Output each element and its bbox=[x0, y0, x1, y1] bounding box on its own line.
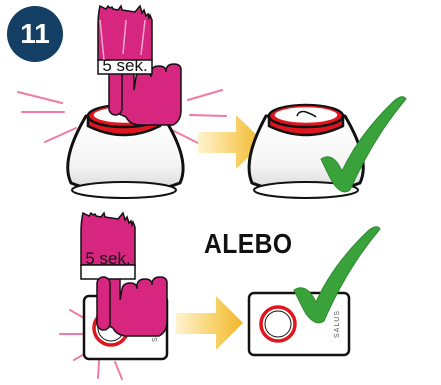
brand-label-right: SALUS bbox=[334, 310, 341, 338]
module-device-done: SALUS bbox=[249, 293, 349, 355]
hold-duration-label-bottom: 5 sek. bbox=[85, 249, 130, 268]
arrow-right-icon-bottom bbox=[176, 296, 243, 350]
pressing-hand-icon: 5 sek. bbox=[98, 6, 181, 125]
hold-duration-label-top: 5 sek. bbox=[102, 56, 147, 75]
